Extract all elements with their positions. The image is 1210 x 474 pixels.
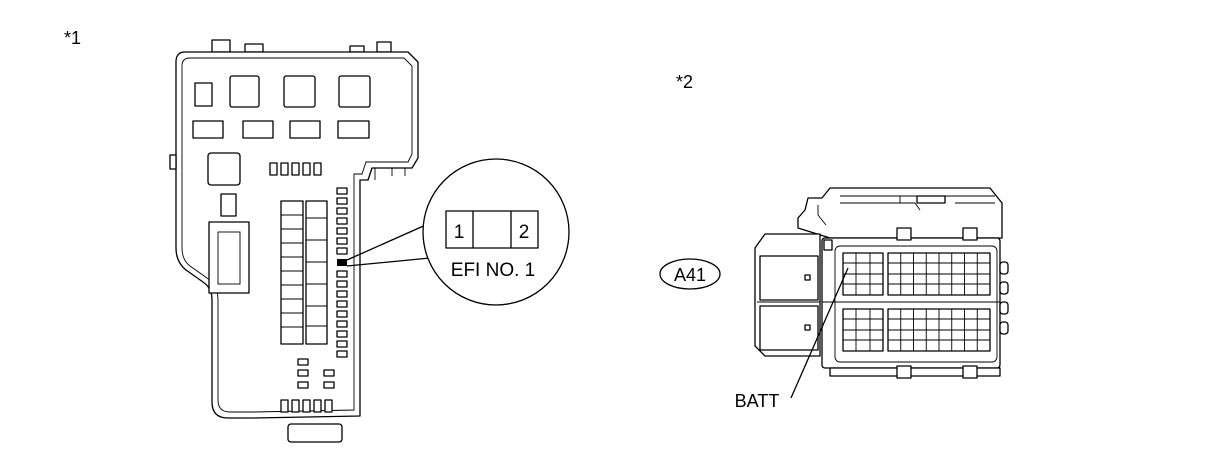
top-tab [349,45,365,53]
fuse-name-label: EFI NO. 1 [451,260,535,281]
terminal-grid-lower-left [842,308,884,352]
terminal-2-label: 2 [519,222,530,243]
callout-2: *2 [676,72,693,92]
top-tab [211,39,231,53]
fuse-column-left [280,200,304,345]
mini-fuse-row [269,162,322,176]
fuse-slot [242,120,274,139]
relay [338,75,371,108]
fuse-slot [337,120,370,139]
fuse-slot [192,120,224,139]
relay [229,75,260,108]
bottom-tab [287,423,343,443]
terminal-grid-upper-right [887,252,991,296]
magnifier-leader [346,219,438,267]
connector-code-badge: A41 [659,258,721,290]
lower-mini-fuses [297,358,335,389]
square-relay [207,152,241,186]
fuse-slot [289,120,321,139]
small-fuse [220,193,237,217]
terminal-1-label: 1 [454,222,465,243]
connector-a41 [754,187,1009,379]
batt-leader [790,267,849,399]
efi-no1-fuse-location [337,259,347,266]
fuse-detail-magnifier: 1 2 EFI NO. 1 [422,158,570,306]
terminal-batt-label: BATT [735,391,780,411]
connector-code-oval [659,258,721,290]
top-tab [244,43,264,53]
mini-fuse-stack [336,187,348,358]
fuse-efi-no1 [445,210,539,249]
side-clip [169,154,177,170]
callout-1: *1 [64,28,81,48]
terminal-grid-upper-left [842,252,884,296]
bottom-fuse-row [280,399,333,413]
large-relay [208,221,250,294]
top-tab [376,41,392,53]
small-relay [194,82,213,107]
connector-code: A41 [674,265,706,285]
relay [283,75,316,108]
connector-top-housing [797,187,1003,239]
fuse-block [169,39,419,443]
fuse-column-right [305,200,328,345]
terminal-grid-lower-right [887,308,991,352]
